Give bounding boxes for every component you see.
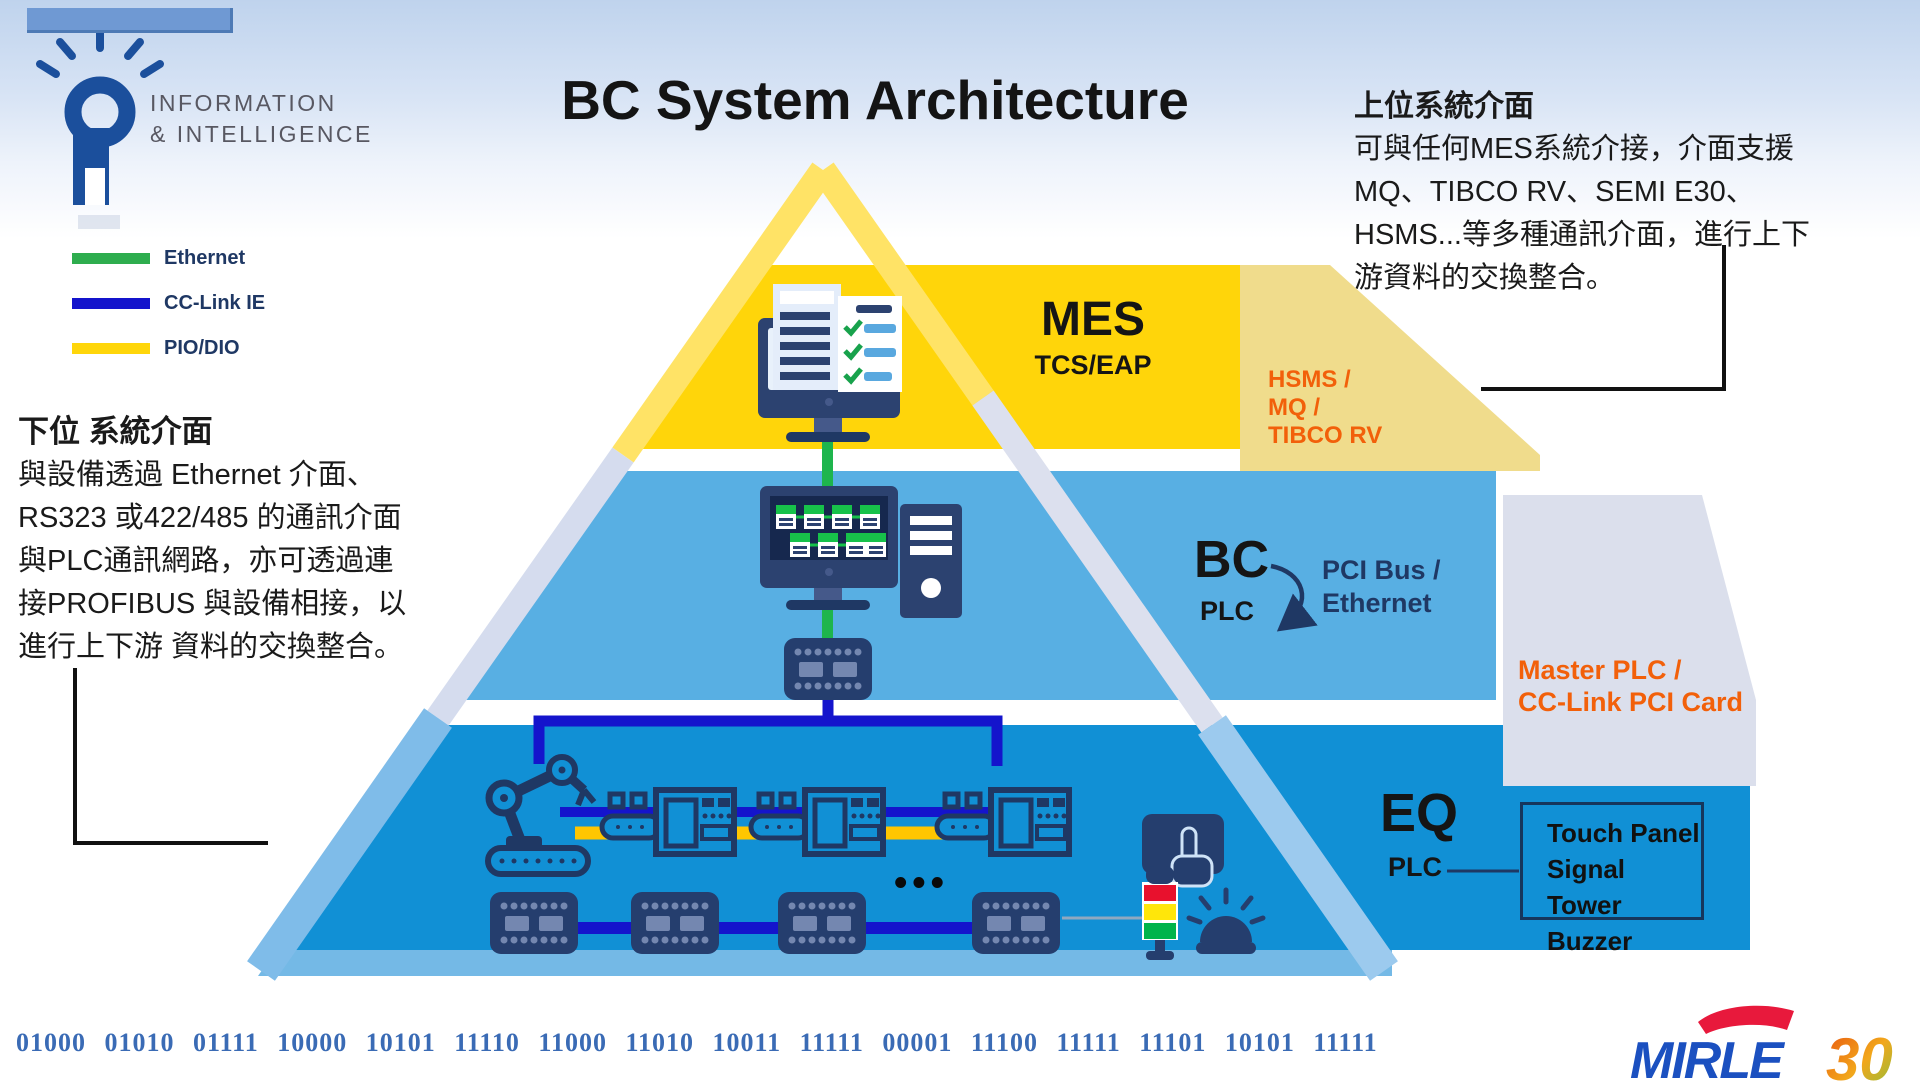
plc-module-icon bbox=[784, 638, 872, 700]
eq-interface-label: Master PLC / CC-Link PCI Card bbox=[1518, 654, 1743, 718]
brand-name: MIRLE bbox=[1630, 1032, 1785, 1086]
plc-module-icon bbox=[778, 892, 866, 954]
note-line: 與設備透過 Ethernet 介面、 bbox=[18, 459, 376, 491]
mes-layer-label: MES bbox=[1040, 293, 1145, 346]
bc-bus-label: PCI Bus / Ethernet bbox=[1322, 554, 1441, 620]
iface-line: MQ / bbox=[1268, 394, 1320, 421]
binary-footer-text: 01000 01010 01111 10000 10101 11110 1100… bbox=[16, 1028, 1378, 1057]
brand-logo: MIRLE 30 bbox=[1628, 998, 1920, 1086]
ethernet-cable-lines bbox=[822, 430, 833, 646]
ethernet-line-swatch bbox=[72, 253, 150, 264]
iface-line: TIBCO RV bbox=[1268, 422, 1383, 449]
note-line: MQ、TIBCO RV、SEMI E30、 bbox=[1354, 176, 1755, 208]
lower-note-connector-line bbox=[73, 668, 268, 845]
checklist-document-icon bbox=[773, 284, 902, 392]
upper-system-note: 上位系統介面 可與任何MES系統介接，介面支援 MQ、TIBCO RV、SEMI… bbox=[1354, 86, 1914, 300]
more-devices-ellipsis: ••• bbox=[894, 862, 949, 904]
mes-interface-label: HSMS / MQ / TIBCO RV bbox=[1268, 366, 1382, 450]
pio-line-swatch bbox=[72, 343, 150, 354]
bus-line: Ethernet bbox=[1322, 588, 1432, 618]
plc-module-icon bbox=[631, 892, 719, 954]
flow-cards bbox=[776, 505, 886, 557]
pyramid-base-strip bbox=[258, 950, 1392, 976]
legend-item-cclink: CC-Link IE bbox=[72, 281, 265, 326]
bc-layer-label: BC bbox=[1194, 531, 1270, 589]
eq-device-box: Touch Panel Signal Tower Buzzer bbox=[1520, 802, 1704, 956]
brand-flag-icon bbox=[1698, 1005, 1794, 1034]
legend-label: PIO/DIO bbox=[164, 337, 240, 359]
touch-panel-icon bbox=[1142, 814, 1224, 888]
company-logo: INFORMATION & INTELLIGENCE bbox=[150, 88, 373, 150]
logo-line1: INFORMATION bbox=[150, 90, 337, 116]
upper-note-title: 上位系統介面 bbox=[1354, 90, 1534, 123]
plc-module-icon bbox=[972, 892, 1060, 954]
machine-icon bbox=[599, 787, 737, 857]
bc-layer-sublabel: PLC bbox=[1200, 596, 1254, 626]
note-line: 游資料的交換整合。 bbox=[1354, 262, 1616, 294]
mes-computer-icon bbox=[758, 284, 902, 442]
legend-item-pio: PIO/DIO bbox=[72, 326, 265, 371]
robot-arm-icon bbox=[485, 754, 597, 877]
bus-line: PCI Bus / bbox=[1322, 555, 1441, 585]
signal-tower-icon bbox=[1142, 866, 1178, 960]
bc-bus-arrow bbox=[1270, 563, 1318, 632]
note-line: HSMS...等多種通訊介面，進行上下 bbox=[1354, 219, 1810, 251]
iface-line: CC-Link PCI Card bbox=[1518, 687, 1744, 717]
pyramid-edges bbox=[247, 162, 1398, 981]
logo-mark-icon bbox=[36, 26, 164, 229]
cclink-trunk-lines bbox=[533, 696, 1003, 766]
note-line: 與PLC通訊網路，亦可透過連 bbox=[18, 545, 394, 577]
legend: Ethernet CC-Link IE PIO/DIO bbox=[72, 236, 265, 371]
note-line: 進行上下游 資料的交換整合。 bbox=[18, 631, 404, 663]
cclink-line-swatch bbox=[72, 298, 150, 309]
device-box-line: Signal Tower bbox=[1547, 854, 1626, 920]
bc-band bbox=[451, 471, 1496, 700]
bc-computer-icon bbox=[760, 486, 962, 618]
upper-note-connector-line bbox=[1481, 245, 1726, 391]
hsms-wedge bbox=[1240, 265, 1540, 471]
device-box-line: Touch Panel bbox=[1547, 818, 1700, 848]
eq-layer-sublabel: PLC bbox=[1388, 852, 1442, 882]
mes-layer-sublabel: TCS/EAP bbox=[1034, 350, 1152, 380]
siren-icon bbox=[1186, 887, 1266, 954]
brand-number: 30 bbox=[1826, 1026, 1893, 1086]
plc-module-icon bbox=[490, 892, 578, 954]
legend-label: CC-Link IE bbox=[164, 292, 266, 314]
note-line: 可與任何MES系統介接，介面支援 bbox=[1354, 133, 1794, 165]
iface-line: Master PLC / bbox=[1518, 655, 1682, 685]
lower-note-title: 下位 系統介面 bbox=[18, 414, 213, 449]
page-title: BC System Architecture bbox=[561, 69, 1189, 131]
device-box-line: Buzzer bbox=[1547, 926, 1633, 956]
lower-system-note: 下位 系統介面 與設備透過 Ethernet 介面、 RS323 或422/48… bbox=[18, 410, 538, 669]
top-accent-bar bbox=[27, 8, 233, 33]
machine-icon bbox=[748, 787, 886, 857]
brand-logo-svg: MIRLE 30 bbox=[1630, 1005, 1893, 1086]
machine-icon bbox=[934, 787, 1072, 857]
logo-line2: & INTELLIGENCE bbox=[150, 121, 373, 147]
master-plc-wedge bbox=[1503, 495, 1756, 786]
note-line: 接PROFIBUS 與設備相接，以 bbox=[18, 588, 407, 620]
legend-item-ethernet: Ethernet bbox=[72, 236, 265, 281]
server-icon bbox=[900, 504, 962, 618]
eq-layer-label: EQ bbox=[1380, 783, 1459, 843]
legend-label: Ethernet bbox=[164, 247, 246, 269]
iface-line: HSMS / bbox=[1268, 366, 1351, 393]
note-line: RS323 或422/485 的通訊介面 bbox=[18, 502, 402, 534]
